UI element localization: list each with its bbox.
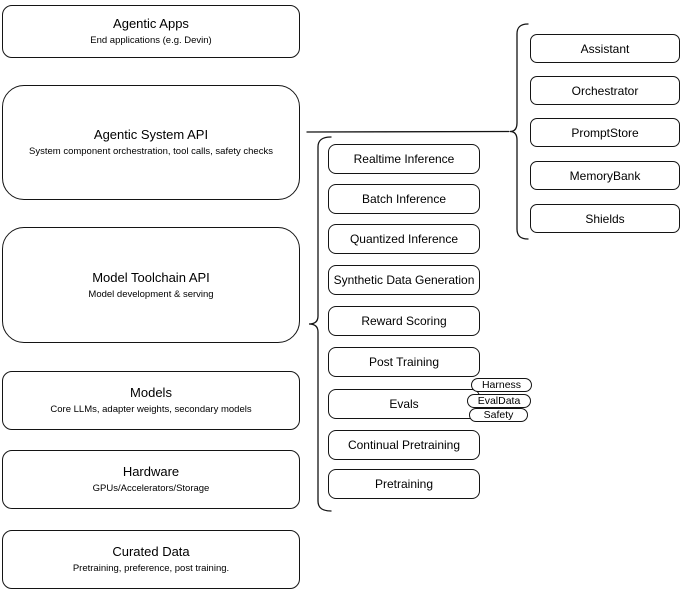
badge-label: Safety	[483, 409, 514, 421]
node-label: PromptStore	[571, 125, 639, 140]
node-agentic-apps: Agentic Apps End applications (e.g. Devi…	[2, 5, 300, 58]
node-label: Shields	[585, 211, 625, 226]
node-agentic-system-api: Agentic System API System component orch…	[2, 85, 300, 200]
node-subtitle: System component orchestration, tool cal…	[29, 146, 273, 157]
node-promptstore: PromptStore	[530, 118, 680, 147]
node-subtitle: Core LLMs, adapter weights, secondary mo…	[50, 404, 252, 415]
node-models: Models Core LLMs, adapter weights, secon…	[2, 371, 300, 430]
badge-label: EvalData	[477, 395, 521, 407]
node-label: Pretraining	[374, 477, 434, 491]
node-orchestrator: Orchestrator	[530, 76, 680, 105]
node-label: Post Training	[368, 355, 440, 369]
node-batch-inference: Batch Inference	[328, 184, 480, 214]
node-hardware: Hardware GPUs/Accelerators/Storage	[2, 450, 300, 509]
node-label: Reward Scoring	[361, 314, 447, 328]
node-title: Hardware	[122, 464, 180, 479]
node-synthetic-data-generation: Synthetic Data Generation	[328, 265, 480, 295]
node-pretraining: Pretraining	[328, 469, 480, 499]
node-label: Synthetic Data Generation	[333, 273, 475, 287]
node-subtitle: Pretraining, preference, post training.	[72, 563, 230, 574]
node-curated-data: Curated Data Pretraining, preference, po…	[2, 530, 300, 589]
node-title: Agentic System API	[93, 127, 209, 142]
node-label: Batch Inference	[361, 192, 447, 206]
node-label: Assistant	[580, 41, 630, 56]
node-title: Curated Data	[112, 544, 190, 559]
bracket-toolchain	[308, 136, 332, 512]
node-subtitle: Model development & serving	[88, 288, 214, 300]
bracket-system-components	[509, 23, 529, 240]
node-label: Continual Pretraining	[347, 438, 461, 452]
node-label: Orchestrator	[571, 83, 639, 98]
node-subtitle: End applications (e.g. Devin)	[90, 35, 212, 46]
node-evals: Evals	[328, 389, 480, 419]
node-continual-pretraining: Continual Pretraining	[328, 430, 480, 460]
connector-system-api-to-components	[306, 130, 510, 133]
node-realtime-inference: Realtime Inference	[328, 144, 480, 174]
node-label: MemoryBank	[569, 168, 641, 183]
node-title: Models	[130, 385, 172, 400]
node-quantized-inference: Quantized Inference	[328, 224, 480, 254]
badge-safety: Safety	[469, 408, 528, 422]
node-post-training: Post Training	[328, 347, 480, 377]
node-shields: Shields	[530, 204, 680, 233]
badge-harness: Harness	[471, 378, 532, 392]
node-memorybank: MemoryBank	[530, 161, 680, 190]
node-label: Evals	[389, 397, 419, 411]
node-model-toolchain-api: Model Toolchain API Model development & …	[2, 227, 300, 343]
badge-label: Harness	[481, 379, 522, 391]
node-subtitle: GPUs/Accelerators/Storage	[92, 483, 210, 494]
node-assistant: Assistant	[530, 34, 680, 63]
node-reward-scoring: Reward Scoring	[328, 306, 480, 336]
badge-evaldata: EvalData	[467, 394, 531, 408]
node-label: Realtime Inference	[353, 152, 455, 166]
node-label: Quantized Inference	[349, 232, 459, 246]
node-title: Agentic Apps	[113, 16, 189, 31]
node-title: Model Toolchain API	[92, 269, 210, 285]
